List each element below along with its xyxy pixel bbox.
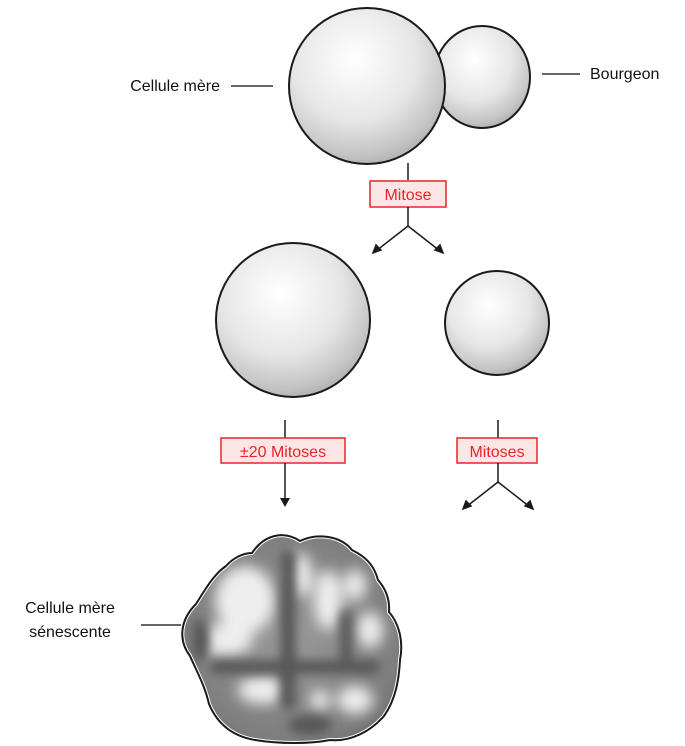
mother-cell-label-text: Cellule mère: [130, 78, 220, 95]
mother-cell: [289, 8, 445, 164]
mother-cell-after-division: [216, 243, 370, 397]
mother-cell-label: Cellule mère: [130, 78, 273, 95]
down-arrow-head: [280, 498, 290, 507]
daughter-cell: [445, 271, 549, 375]
fork-arrow-2: [463, 482, 533, 509]
senescent-label-line2: sénescente: [29, 624, 111, 641]
mitose-step: Mitose: [370, 163, 446, 253]
twenty-mitoses-tag-text: ±20 Mitoses: [240, 444, 326, 461]
senescent-mother-cell: [170, 520, 410, 746]
twenty-mitoses-step: ±20 Mitoses: [221, 420, 345, 507]
mitose-tag-text: Mitose: [384, 187, 431, 204]
bud-cell: [434, 26, 530, 128]
bud-label: Bourgeon: [542, 66, 659, 83]
bud-label-text: Bourgeon: [590, 66, 659, 83]
senescent-cell-label: Cellule mère sénescente: [25, 600, 181, 641]
mitoses-tag-text: Mitoses: [469, 444, 524, 461]
mitoses-step: Mitoses: [457, 420, 537, 509]
senescent-label-line1: Cellule mère: [25, 600, 115, 617]
fork-arrow: [373, 226, 443, 253]
